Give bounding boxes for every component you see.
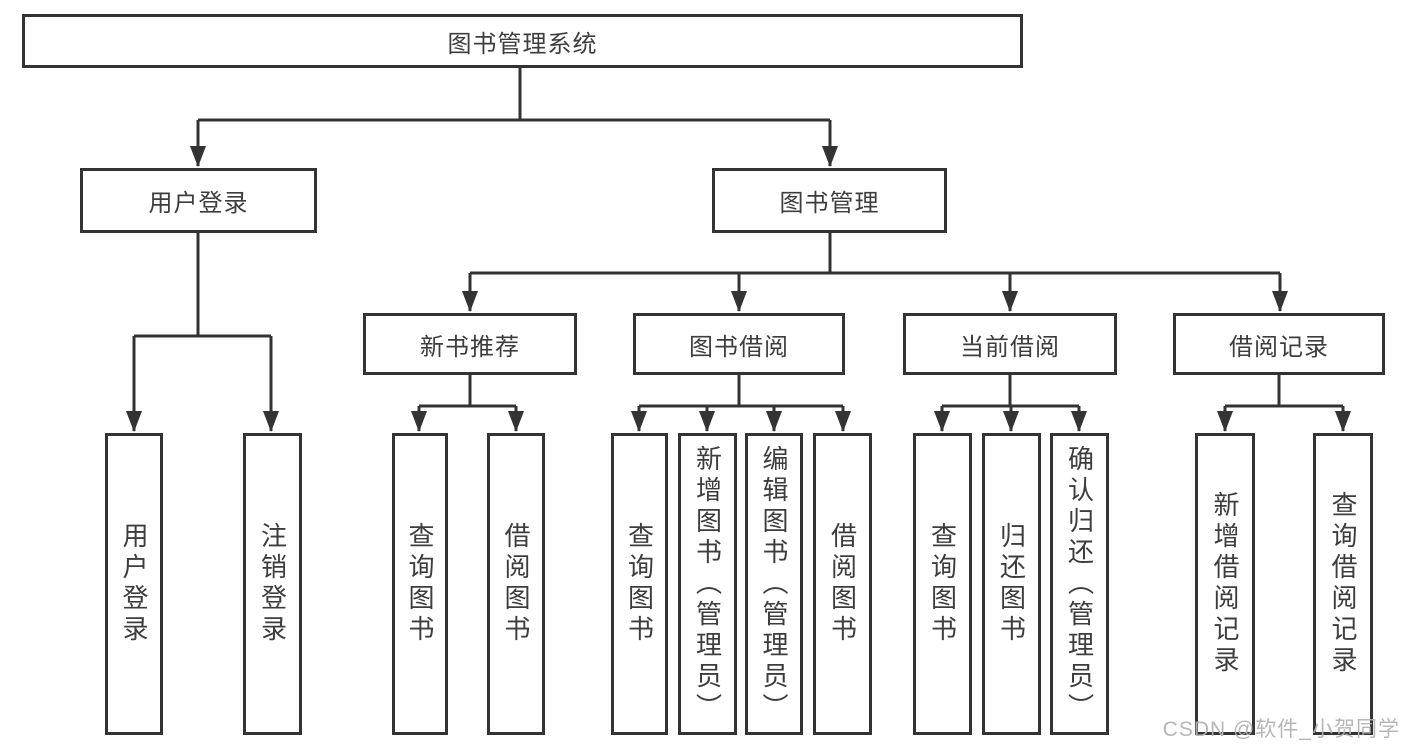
spine-new-book [419,375,516,408]
leaf-user-login: 用户登录 [105,433,163,735]
leaf-newbook-borrow-books-label: 借阅图书 [501,522,531,646]
node-new-book-recommendation: 新书推荐 [363,313,577,375]
leaf-add-books-admin: 新增图书（管理员） [678,433,737,735]
spine-book-management [470,233,1280,275]
spine-current-borrow [942,375,1079,408]
leaf-newbook-query-books: 查询图书 [392,433,448,735]
leaf-current-query-books-label: 查询图书 [927,522,958,646]
leaf-return-books: 归还图书 [982,433,1041,735]
node-current-borrowing: 当前借阅 [903,313,1117,375]
leaf-borrow-books-label: 借阅图书 [827,522,858,646]
leaf-add-books-admin-label: 新增图书（管理员） [692,444,723,724]
connector-arrows [126,120,1351,432]
leaf-add-borrow-record-label: 新增借阅记录 [1210,491,1240,677]
leaf-logout-login-label: 注销登录 [257,522,288,646]
node-library-system-label: 图书管理系统 [447,30,598,58]
node-new-book-recommendation-label: 新书推荐 [420,333,520,361]
node-book-management-label: 图书管理 [779,190,880,217]
leaf-logout-login: 注销登录 [243,433,302,735]
node-current-borrowing-label: 当前借阅 [960,333,1060,361]
csdn-watermark: CSDN @软件_小贺同学 [1162,718,1400,741]
spine-book-borrow [639,375,843,408]
node-library-system: 图书管理系统 [22,14,1023,68]
leaf-borrowing-query-books: 查询图书 [611,433,668,735]
leaf-confirm-return-admin-label: 确认归还（管理员） [1064,444,1095,724]
leaf-add-borrow-record: 新增借阅记录 [1195,433,1255,735]
spine-user-login [134,233,271,338]
leaf-return-books-label: 归还图书 [996,522,1027,646]
leaf-edit-books-admin: 编辑图书（管理员） [745,433,803,735]
leaf-edit-books-admin-label: 编辑图书（管理员） [759,444,789,724]
leaf-user-login-label: 用户登录 [119,522,149,646]
leaf-confirm-return-admin: 确认归还（管理员） [1050,433,1109,735]
spine-records [1225,375,1343,408]
node-borrowing-records-label: 借阅记录 [1229,333,1329,361]
leaf-borrow-books: 借阅图书 [813,433,872,735]
node-borrowing-records: 借阅记录 [1173,313,1385,375]
connector-spines [134,68,1343,408]
leaf-query-borrow-record: 查询借阅记录 [1313,433,1373,735]
node-book-borrowing-label: 图书借阅 [689,333,789,361]
node-user-login: 用户登录 [80,168,317,233]
spine-root [198,68,830,122]
node-book-borrowing: 图书借阅 [633,313,845,375]
leaf-current-query-books: 查询图书 [913,433,972,735]
node-book-management: 图书管理 [712,168,947,233]
leaf-newbook-query-books-label: 查询图书 [405,522,435,646]
leaf-borrowing-query-books-label: 查询图书 [624,522,655,646]
node-user-login-label: 用户登录 [148,190,249,217]
leaf-query-borrow-record-label: 查询借阅记录 [1328,491,1358,677]
leaf-newbook-borrow-books: 借阅图书 [487,433,545,735]
